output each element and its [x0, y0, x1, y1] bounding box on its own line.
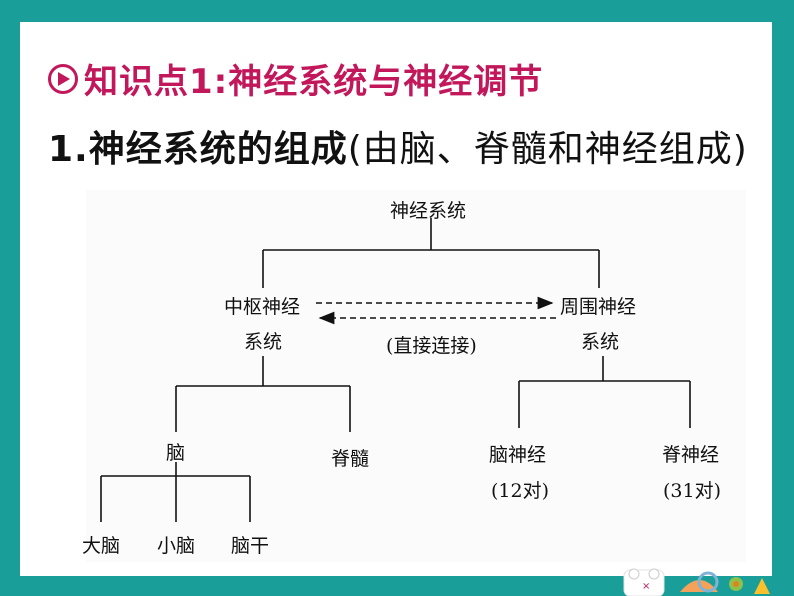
- node-brain: 脑: [166, 442, 186, 464]
- node-spinal-cord: 脊髓: [331, 448, 370, 470]
- section-title: 知识点1:神经系统与神经调节: [84, 62, 544, 102]
- subheading-title: 1.神经系统的组成: [48, 129, 348, 170]
- diagram-background: [86, 190, 746, 562]
- node-cns-line1: 中枢神经: [224, 296, 301, 318]
- subheading-note: (由脑、脊髓和神经组成): [347, 129, 748, 170]
- subheading: 1.神经系统的组成(由脑、脊髓和神经组成): [48, 120, 748, 172]
- section-header: 知识点1:神经系统与神经调节: [48, 54, 543, 103]
- node-cerebrum: 大脑: [82, 535, 121, 557]
- node-pns-line2: 系统: [581, 331, 620, 353]
- decoration-snail-icon: ×: [623, 568, 770, 596]
- node-cranial-nerves-line2: (12对): [491, 480, 550, 502]
- link-label: (直接连接): [386, 335, 477, 357]
- node-nervous-system: 神经系统: [390, 200, 467, 222]
- node-cerebellum: 小脑: [157, 535, 196, 557]
- node-pns-line1: 周围神经: [560, 296, 637, 318]
- play-icon: [48, 63, 78, 94]
- node-spinal-nerves-line1: 脊神经: [662, 444, 720, 466]
- svg-text:×: ×: [642, 581, 650, 592]
- node-spinal-nerves-line2: (31对): [663, 480, 722, 502]
- node-brainstem: 脑干: [231, 535, 270, 557]
- node-cns-line2: 系统: [244, 331, 283, 353]
- node-cranial-nerves-line1: 脑神经: [489, 444, 547, 466]
